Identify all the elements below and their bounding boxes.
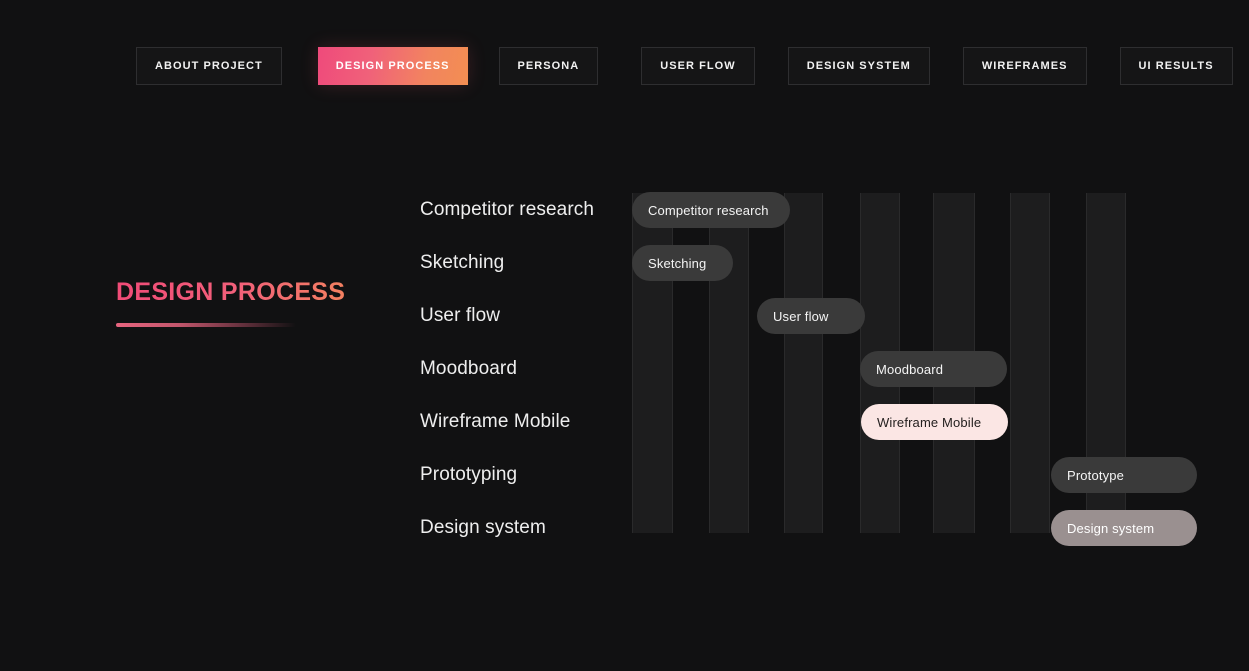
nav-item-wireframes[interactable]: WIREFRAMES xyxy=(962,47,1087,85)
page-title: DESIGN PROCESS xyxy=(116,278,416,307)
section-title-block: DESIGN PROCESS xyxy=(116,278,416,327)
gantt-row-label: User flow xyxy=(420,305,501,326)
gantt-bar-competitor-research[interactable]: Competitor research xyxy=(632,192,790,228)
gantt-bar-wireframe-mobile[interactable]: Wireframe Mobile xyxy=(861,404,1008,440)
nav-item-persona[interactable]: PERSONA xyxy=(498,47,599,85)
gantt-bar-sketching[interactable]: Sketching xyxy=(632,245,733,281)
nav-item-design-system[interactable]: DESIGN SYSTEM xyxy=(787,47,930,85)
nav-item-user-flow[interactable]: USER FLOW xyxy=(641,47,755,85)
gantt-row-label: Sketching xyxy=(420,252,505,273)
gantt-bar-moodboard[interactable]: Moodboard xyxy=(860,351,1007,387)
gantt-bar-prototype[interactable]: Prototype xyxy=(1051,457,1197,493)
gantt-column-band xyxy=(1010,193,1050,533)
gantt-bar-design-system[interactable]: Design system xyxy=(1051,510,1197,546)
gantt-row-label: Wireframe Mobile xyxy=(420,411,571,432)
gantt-row-label: Design system xyxy=(420,517,546,538)
nav-item-ui-results[interactable]: UI RESULTS xyxy=(1119,47,1233,85)
section-nav: ABOUT PROJECT DESIGN PROCESS PERSONA USER F… xyxy=(136,47,1233,85)
gantt-bar-user-flow[interactable]: User flow xyxy=(757,298,865,334)
nav-item-about-project[interactable]: ABOUT PROJECT xyxy=(136,47,282,85)
nav-item-design-process[interactable]: DESIGN PROCESS xyxy=(317,47,468,85)
gantt-row-label: Moodboard xyxy=(420,358,518,379)
gantt-row-label: Prototyping xyxy=(420,464,518,485)
gantt-row-label: Competitor research xyxy=(420,199,595,220)
title-underline-rule xyxy=(116,323,296,327)
gantt-column-band xyxy=(784,193,823,533)
